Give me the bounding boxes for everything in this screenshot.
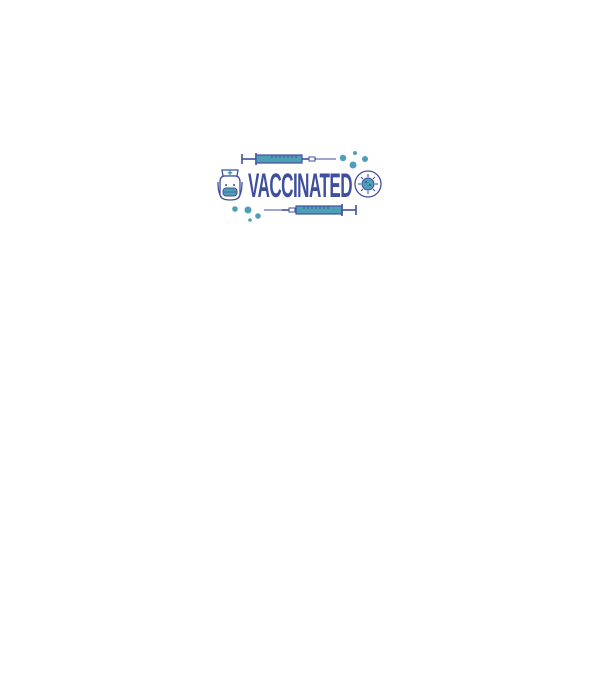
bottom-syringe-icon: [264, 204, 357, 216]
vaccinated-badge-graphic: VACCINATED: [217, 151, 382, 222]
nurse-icon: [217, 169, 243, 201]
top-dots: [339, 151, 368, 169]
badge-title: VACCINATED: [248, 167, 352, 205]
virus-icon: [354, 170, 382, 198]
vaccinated-badge: VACCINATED: [212, 146, 392, 228]
bottom-dots: [232, 206, 261, 222]
top-syringe-icon: [241, 153, 336, 165]
